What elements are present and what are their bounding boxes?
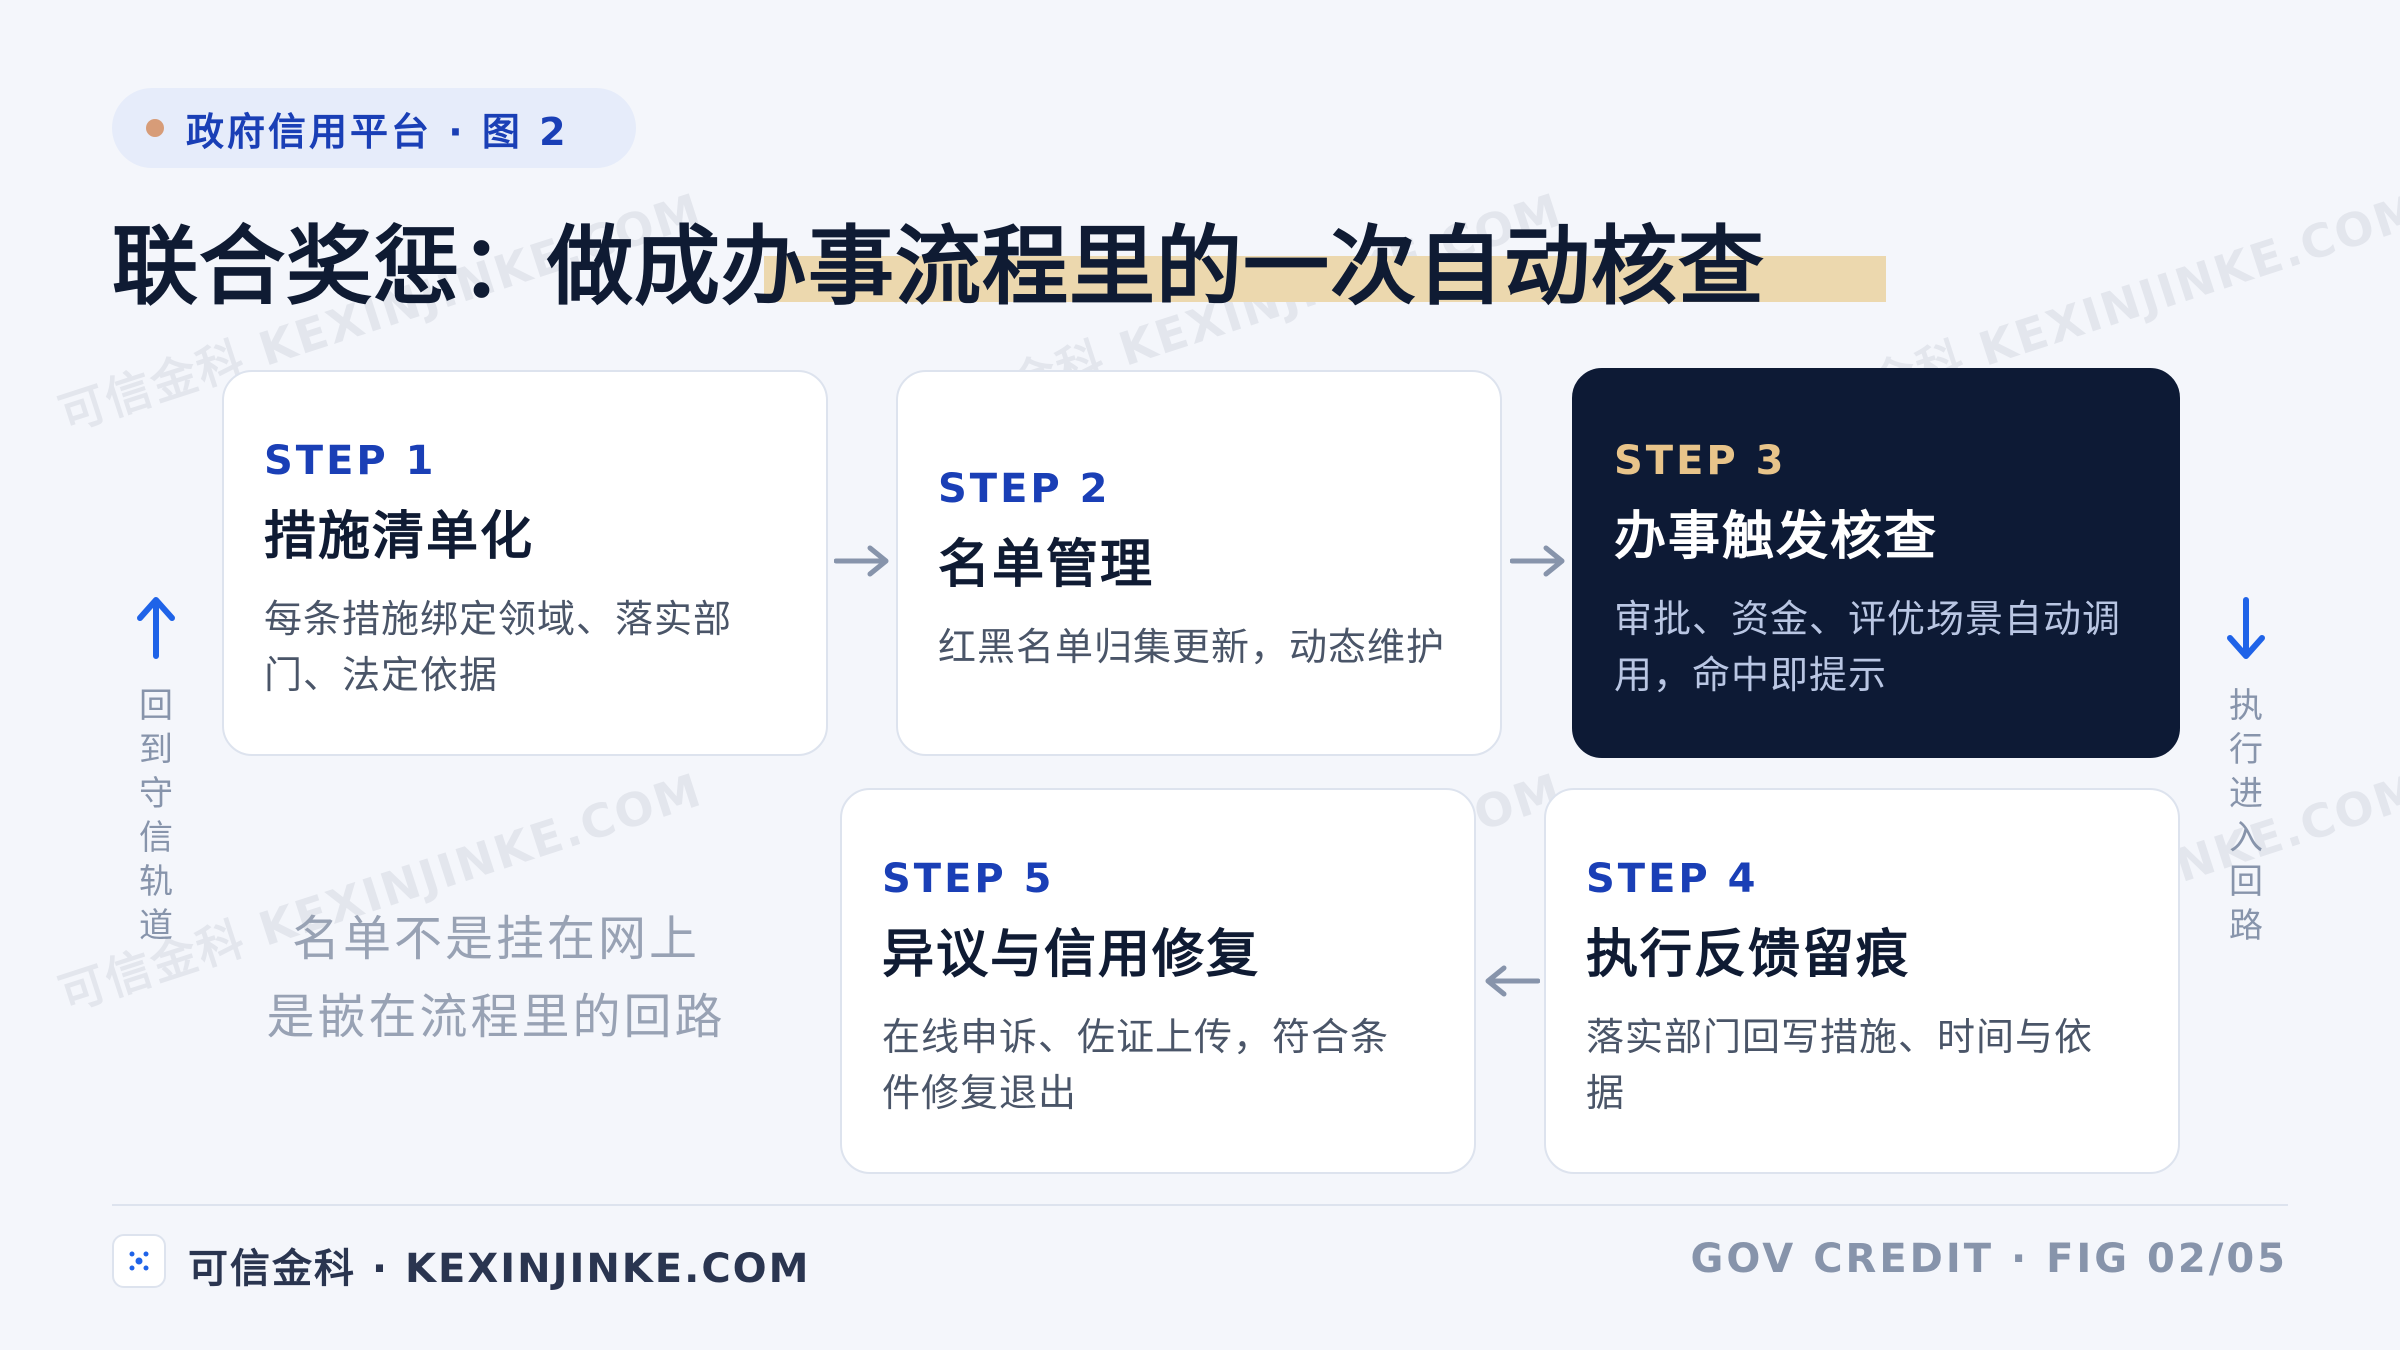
label-char: 守 [139,774,173,814]
step-number: STEP 5 [882,856,1055,902]
step-description: 落实部门回写措施、时间与依 据 [1586,1009,2148,1121]
label-char: 入 [2229,818,2263,858]
label-char: 回 [139,686,173,726]
left-loop-label: 回 到 守 信 轨 道 [136,684,176,948]
label-char: 道 [139,906,173,946]
label-char: 进 [2229,774,2263,814]
label-char: 到 [139,730,173,770]
footer-divider [112,1204,2288,1206]
step-card-2: STEP 2 名单管理 红黑名单归集更新，动态维护 [896,370,1502,756]
center-note: 名单不是挂在网上 是嵌在流程里的回路 [236,900,756,1056]
category-tag: 政府信用平台 · 图 2 [112,88,636,168]
desc-line: 红黑名单归集更新，动态维护 [938,625,1446,669]
step-number: STEP 2 [938,466,1111,512]
tag-label: 政府信用平台 · 图 2 [186,109,569,154]
label-char: 轨 [139,862,173,902]
step-description: 审批、资金、评优场景自动调 用，命中即提示 [1614,591,2148,703]
desc-line: 每条措施绑定领域、落实部 [264,597,733,641]
desc-line: 审批、资金、评优场景自动调 [1614,597,2122,641]
footer-brand: 可信金科 · KEXINJINKE.COM [188,1246,811,1292]
step-card-5: STEP 5 异议与信用修复 在线申诉、佐证上传，符合条 件修复退出 [840,788,1476,1174]
step-title: 名单管理 [938,535,1155,595]
desc-line: 据 [1586,1071,1626,1115]
step-title: 措施清单化 [264,507,535,567]
page-title: 联合奖惩：做成办事流程里的一次自动核查 [112,217,1765,317]
step-description: 在线申诉、佐证上传，符合条 件修复退出 [882,1009,1444,1121]
label-char: 执 [2229,686,2263,726]
desc-line: 落实部门回写措施、时间与依 [1586,1015,2094,1059]
desc-line: 用，命中即提示 [1614,653,1888,697]
step-title: 执行反馈留痕 [1586,925,1911,985]
label-char: 行 [2229,730,2263,770]
step-card-3: STEP 3 办事触发核查 审批、资金、评优场景自动调 用，命中即提示 [1572,368,2180,758]
step-card-1: STEP 1 措施清单化 每条措施绑定领域、落实部 门、法定依据 [222,370,828,756]
note-line: 名单不是挂在网上 [291,911,700,967]
step-title: 异议与信用修复 [882,925,1261,985]
label-char: 信 [139,818,173,858]
arrow-right-icon [834,545,889,577]
tag-dot-icon [146,119,164,137]
brand-logo-icon [112,1234,166,1288]
arrow-left-icon [1485,965,1540,997]
step-title: 办事触发核查 [1614,507,1939,567]
arrow-down-icon [2227,597,2265,659]
step-number: STEP 1 [264,438,437,484]
step-description: 每条措施绑定领域、落实部 门、法定依据 [264,591,796,703]
arrow-right-icon [1510,545,1565,577]
label-char: 回 [2229,862,2263,902]
step-description: 红黑名单归集更新，动态维护 [938,619,1470,675]
label-char: 路 [2229,906,2263,946]
title-highlight [764,256,1886,302]
desc-line: 门、法定依据 [264,653,499,697]
right-loop-indicator: 执 行 进 入 回 路 [2226,596,2266,948]
arrow-up-icon [137,597,175,659]
logo-dots-icon [129,1251,149,1271]
desc-line: 在线申诉、佐证上传，符合条 [882,1015,1390,1059]
step-number: STEP 3 [1614,438,1787,484]
right-loop-label: 执 行 进 入 回 路 [2226,684,2266,948]
note-line: 是嵌在流程里的回路 [266,989,726,1045]
desc-line: 件修复退出 [882,1071,1078,1115]
step-number: STEP 4 [1586,856,1759,902]
step-card-4: STEP 4 执行反馈留痕 落实部门回写措施、时间与依 据 [1544,788,2180,1174]
footer-figure-label: GOV CREDIT · FIG 02/05 [1690,1236,2288,1282]
left-loop-indicator: 回 到 守 信 轨 道 [136,596,176,948]
